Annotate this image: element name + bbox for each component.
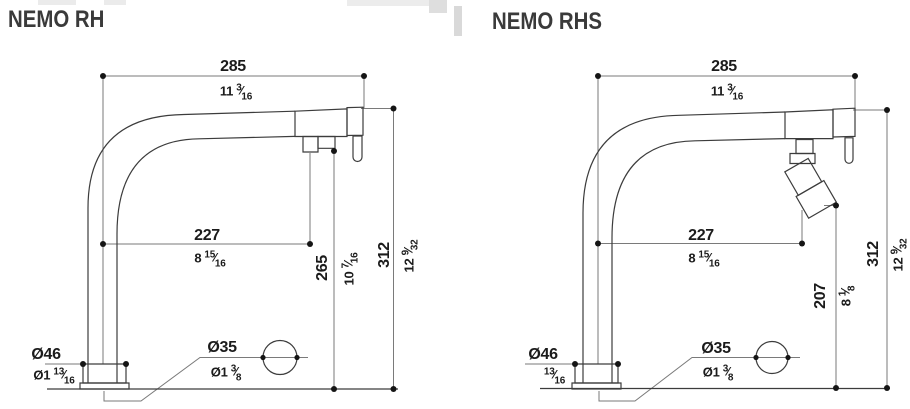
rh-dimension-dots <box>80 73 397 392</box>
inch-whole: Ø1 <box>702 364 720 380</box>
rh-outlet-step <box>302 135 319 153</box>
fraction-slash: ⁄ <box>214 250 216 265</box>
inch-denominator: 16 <box>554 375 566 387</box>
inch-numerator: 13 <box>543 366 555 378</box>
inch-numerator: 3 <box>236 82 242 94</box>
inch-whole: 10 <box>341 271 357 286</box>
rh-spout-reach-mm: 227 <box>194 227 220 244</box>
rh-outlet-height-inch: 107⁄16 <box>341 253 361 286</box>
rhs-base-diameter-mm: Ø46 <box>528 346 558 363</box>
inch-whole: 12 <box>890 257 906 272</box>
inch-whole: 12 <box>401 258 417 273</box>
rh-outlet-height-mm: 265 <box>314 255 331 281</box>
rhs-spray-nut <box>789 152 816 165</box>
rhs-spout-outer-wall <box>582 111 786 383</box>
rhs-lever-handle <box>844 137 854 164</box>
rhs-spray-connector <box>795 138 814 155</box>
inch-numerator: 13 <box>53 366 65 378</box>
inch-numerator: 3 <box>727 82 733 94</box>
rhs-dimension-lines <box>525 75 888 402</box>
rh-overall-height-inch: 129⁄32 <box>401 240 421 273</box>
inch-whole: 8 <box>838 299 854 307</box>
diagram-title-rh: NEMO RH <box>8 6 105 33</box>
rh-overall-height-mm: 312 <box>376 242 393 268</box>
rh-head-body <box>294 108 348 138</box>
rhs-overall-width-mm: 285 <box>711 58 737 75</box>
rh-lever-handle <box>352 135 363 163</box>
inch-whole: Ø1 <box>33 367 51 383</box>
rh-drawing <box>45 73 398 402</box>
rh-overall-width-mm: 285 <box>220 58 246 75</box>
rh-spout-outer-wall <box>87 110 296 383</box>
inch-whole: 8 <box>688 250 696 266</box>
rh-base-diameter-mm: Ø46 <box>31 346 61 363</box>
rhs-head-body <box>784 109 834 140</box>
rhs-overall-height-inch: 129⁄32 <box>890 239 910 272</box>
inch-denominator: 8 <box>727 372 734 384</box>
rhs-spray-head <box>783 157 838 219</box>
rh-spout-inner-wall <box>116 135 296 383</box>
inch-numerator: 3 <box>722 363 729 375</box>
fraction-slash: ⁄ <box>708 250 710 265</box>
inch-whole: Ø1 <box>210 364 228 380</box>
fraction-slash: ⁄ <box>553 367 556 382</box>
rhs-drawing <box>525 73 890 402</box>
inch-whole: 11 <box>710 83 725 99</box>
inch-denominator: 16 <box>241 91 253 103</box>
inch-denominator: 8 <box>846 285 858 292</box>
rh-base-flange <box>82 363 127 384</box>
diagram-title-rhs: NEMO RHS <box>492 8 602 35</box>
inch-denominator: 32 <box>898 238 910 250</box>
rhs-head-cap <box>832 107 856 138</box>
rhs-outlet-height-inch: 81⁄8 <box>838 286 858 307</box>
inch-denominator: 16 <box>214 258 226 270</box>
rhs-base-diameter-inch: 13⁄16 <box>541 366 565 387</box>
rhs-dimension-dots <box>572 73 890 391</box>
fraction-slash: ⁄ <box>240 83 243 98</box>
inch-denominator: 16 <box>708 258 720 270</box>
rhs-overall-height-mm: 312 <box>865 241 882 267</box>
inch-numerator: 15 <box>204 249 216 261</box>
inch-numerator: 3 <box>230 363 237 375</box>
fraction-slash: ⁄ <box>731 83 734 98</box>
rh-base-plate <box>79 382 130 390</box>
rhs-outlet-height-mm: 207 <box>812 283 829 309</box>
rh-outlet <box>317 135 336 149</box>
rh-head-cap <box>346 106 364 137</box>
fraction-slash: ⁄ <box>727 364 729 379</box>
inch-denominator: 16 <box>732 91 744 103</box>
inch-denominator: 16 <box>349 252 361 264</box>
rh-dimension-lines <box>45 75 394 402</box>
rh-faucet-outline <box>47 106 398 390</box>
inch-numerator: 15 <box>698 249 710 261</box>
inch-denominator: 32 <box>409 239 421 251</box>
rhs-spout-inner-wall <box>611 138 786 383</box>
inch-denominator: 8 <box>235 372 242 384</box>
rhs-spout-reach-mm: 227 <box>688 227 714 244</box>
fraction-slash: ⁄ <box>235 364 237 379</box>
rhs-hole-diameter-mm: Ø35 <box>701 340 731 357</box>
inch-denominator: 16 <box>63 375 75 387</box>
inch-whole: 11 <box>219 83 234 99</box>
inch-whole: 8 <box>194 250 202 266</box>
rh-hole-diameter-mm: Ø35 <box>207 339 237 356</box>
fraction-slash: ⁄ <box>63 367 65 382</box>
scan-artifact <box>38 0 462 36</box>
